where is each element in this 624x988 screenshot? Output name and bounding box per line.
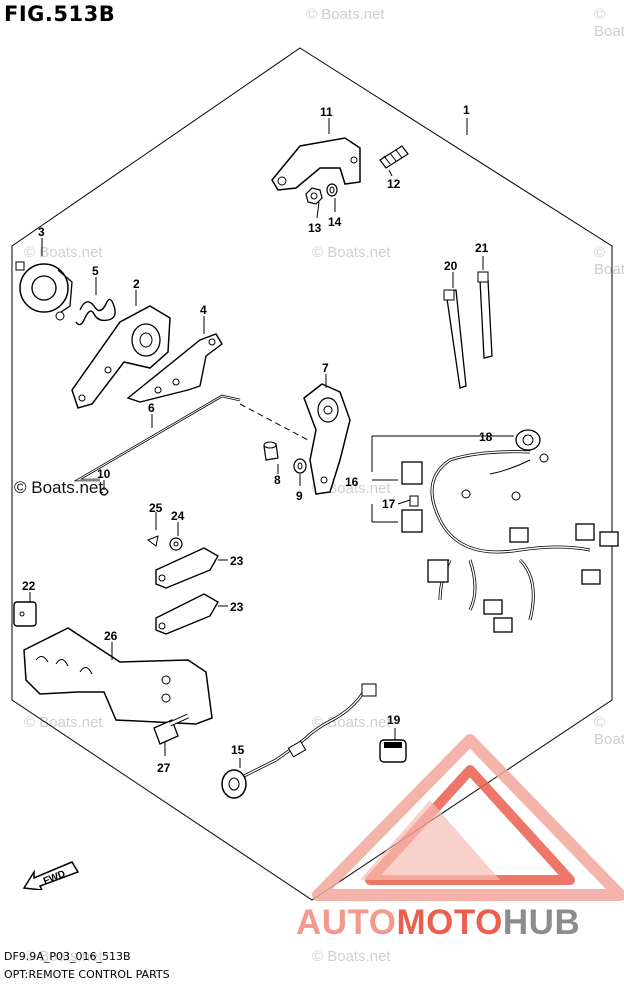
brand-wordmark: AUTOMOTOHUB xyxy=(296,903,580,943)
part-label: 13 xyxy=(308,221,322,235)
part-label: 14 xyxy=(328,215,342,229)
brand-logo-icon xyxy=(312,734,624,901)
watermark: © Boats.net xyxy=(312,948,391,965)
part-label: 27 xyxy=(157,761,171,775)
part-label: 17 xyxy=(382,497,396,511)
part-label: 18 xyxy=(479,430,493,444)
watermark: © Boats.net xyxy=(24,714,103,731)
watermark: © Boats.net xyxy=(312,244,391,261)
watermark: © Boats.net xyxy=(24,948,103,965)
fwd-label: FWD xyxy=(42,869,67,888)
watermark-dark: © Boats.net xyxy=(14,478,104,497)
watermark: © Boats.net xyxy=(594,714,624,748)
part-label: 10 xyxy=(97,467,111,481)
part-label: 26 xyxy=(104,629,118,643)
part-label: 1 xyxy=(463,103,470,117)
figure-title: FIG.513B xyxy=(4,2,116,26)
part-label: 3 xyxy=(38,225,45,239)
part-label: 9 xyxy=(296,489,303,503)
part-label: 4 xyxy=(200,303,207,317)
part-label: 20 xyxy=(444,259,458,273)
part-label: 6 xyxy=(148,401,155,415)
forward-arrow-icon: FWD xyxy=(20,860,82,890)
watermark: © Boats.net xyxy=(594,6,624,40)
part-label: 15 xyxy=(231,743,245,757)
part-label: 11 xyxy=(320,105,333,119)
diagram-caption: OPT:REMOTE CONTROL PARTS xyxy=(4,968,170,981)
part-label: 5 xyxy=(92,264,99,278)
part-label: 2 xyxy=(133,277,140,291)
brand-part-hub: HUB xyxy=(502,903,581,942)
brand-part-auto: AUTO xyxy=(296,903,397,942)
part-label: 23 xyxy=(230,554,244,568)
part-label: 7 xyxy=(322,361,329,375)
watermark: © Boats.net xyxy=(312,714,391,731)
part-label: 25 xyxy=(149,501,163,515)
watermark: © Boats.net xyxy=(306,6,385,23)
part-label: 8 xyxy=(274,473,281,487)
part-label: 16 xyxy=(345,475,359,489)
part-label: 19 xyxy=(387,713,401,727)
part-label: 22 xyxy=(22,579,36,593)
part-label: 23 xyxy=(230,600,244,614)
watermark: © Boats.net xyxy=(594,244,624,278)
part-label: 21 xyxy=(475,241,489,255)
model-code: DF9.9A_P03_016_513B xyxy=(4,950,131,963)
part-label: 24 xyxy=(171,509,185,523)
brand-part-moto: MOTO xyxy=(396,903,503,942)
part-label: 12 xyxy=(387,177,401,191)
watermark: © Boats.net xyxy=(24,244,103,261)
